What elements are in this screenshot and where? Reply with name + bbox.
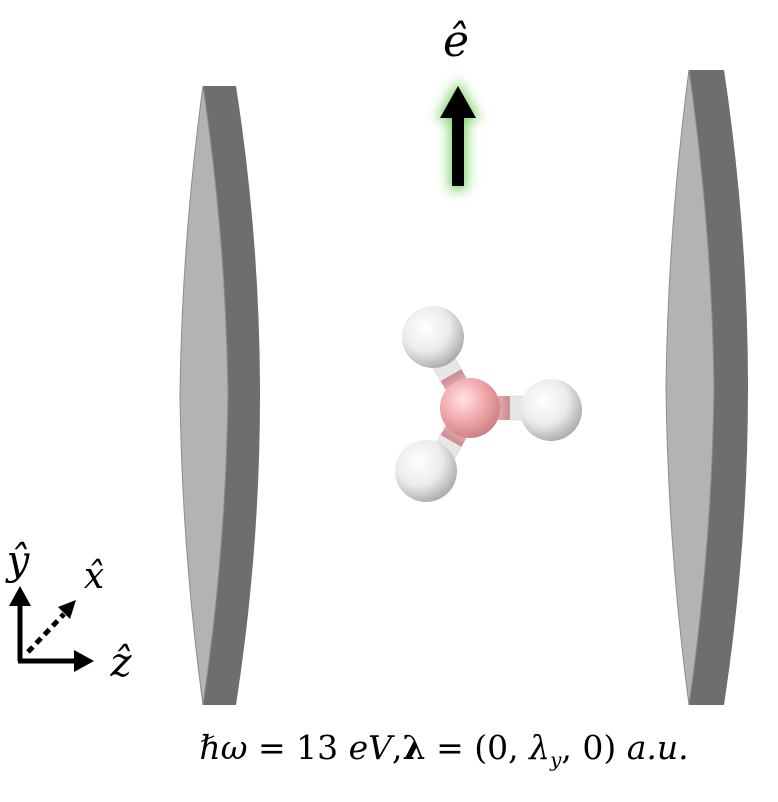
right-mirror <box>665 69 748 706</box>
bh3-molecule <box>395 306 582 502</box>
caption-lambda-component: λ <box>529 728 551 767</box>
polarization-arrow <box>436 80 480 190</box>
axes-triad: ŷ x̂ ẑ <box>5 538 133 686</box>
caption-equation: ℏω = 13 eV,λ = (0, λy, 0) a.u. <box>0 728 778 772</box>
arrow-head <box>440 86 476 118</box>
left-mirror <box>179 85 260 706</box>
caption-lambda-vector: λ <box>402 728 426 767</box>
y-axis-arrowhead <box>9 586 31 606</box>
z-axis-label: ẑ <box>109 640 132 686</box>
caption-lambda-subscript: y <box>550 747 562 772</box>
x-axis-label: x̂ <box>84 556 104 597</box>
caption-unit: eV <box>348 728 393 767</box>
caption-sep: , <box>392 728 403 767</box>
right-mirror-face <box>665 69 715 706</box>
hydrogen-atom-right <box>520 379 582 441</box>
caption-tail: , 0) <box>561 728 627 767</box>
caption-hbar-omega: ℏω <box>199 728 248 767</box>
x-axis-arrow <box>26 612 66 654</box>
caption-atomic-units: a.u. <box>626 728 689 767</box>
hydrogen-atom-lower <box>395 440 457 502</box>
y-axis-label: ŷ <box>5 538 31 584</box>
caption-eq1: = 13 <box>247 728 349 767</box>
z-axis-arrowhead <box>74 650 94 672</box>
boron-atom <box>440 378 500 438</box>
left-mirror-face <box>179 85 229 706</box>
hydrogen-atom-upper <box>402 306 464 368</box>
caption-eq2: = (0, <box>425 728 530 767</box>
polarization-label: ê <box>443 16 469 67</box>
x-axis-arrowhead <box>58 600 76 619</box>
arrow-shaft <box>452 114 464 186</box>
